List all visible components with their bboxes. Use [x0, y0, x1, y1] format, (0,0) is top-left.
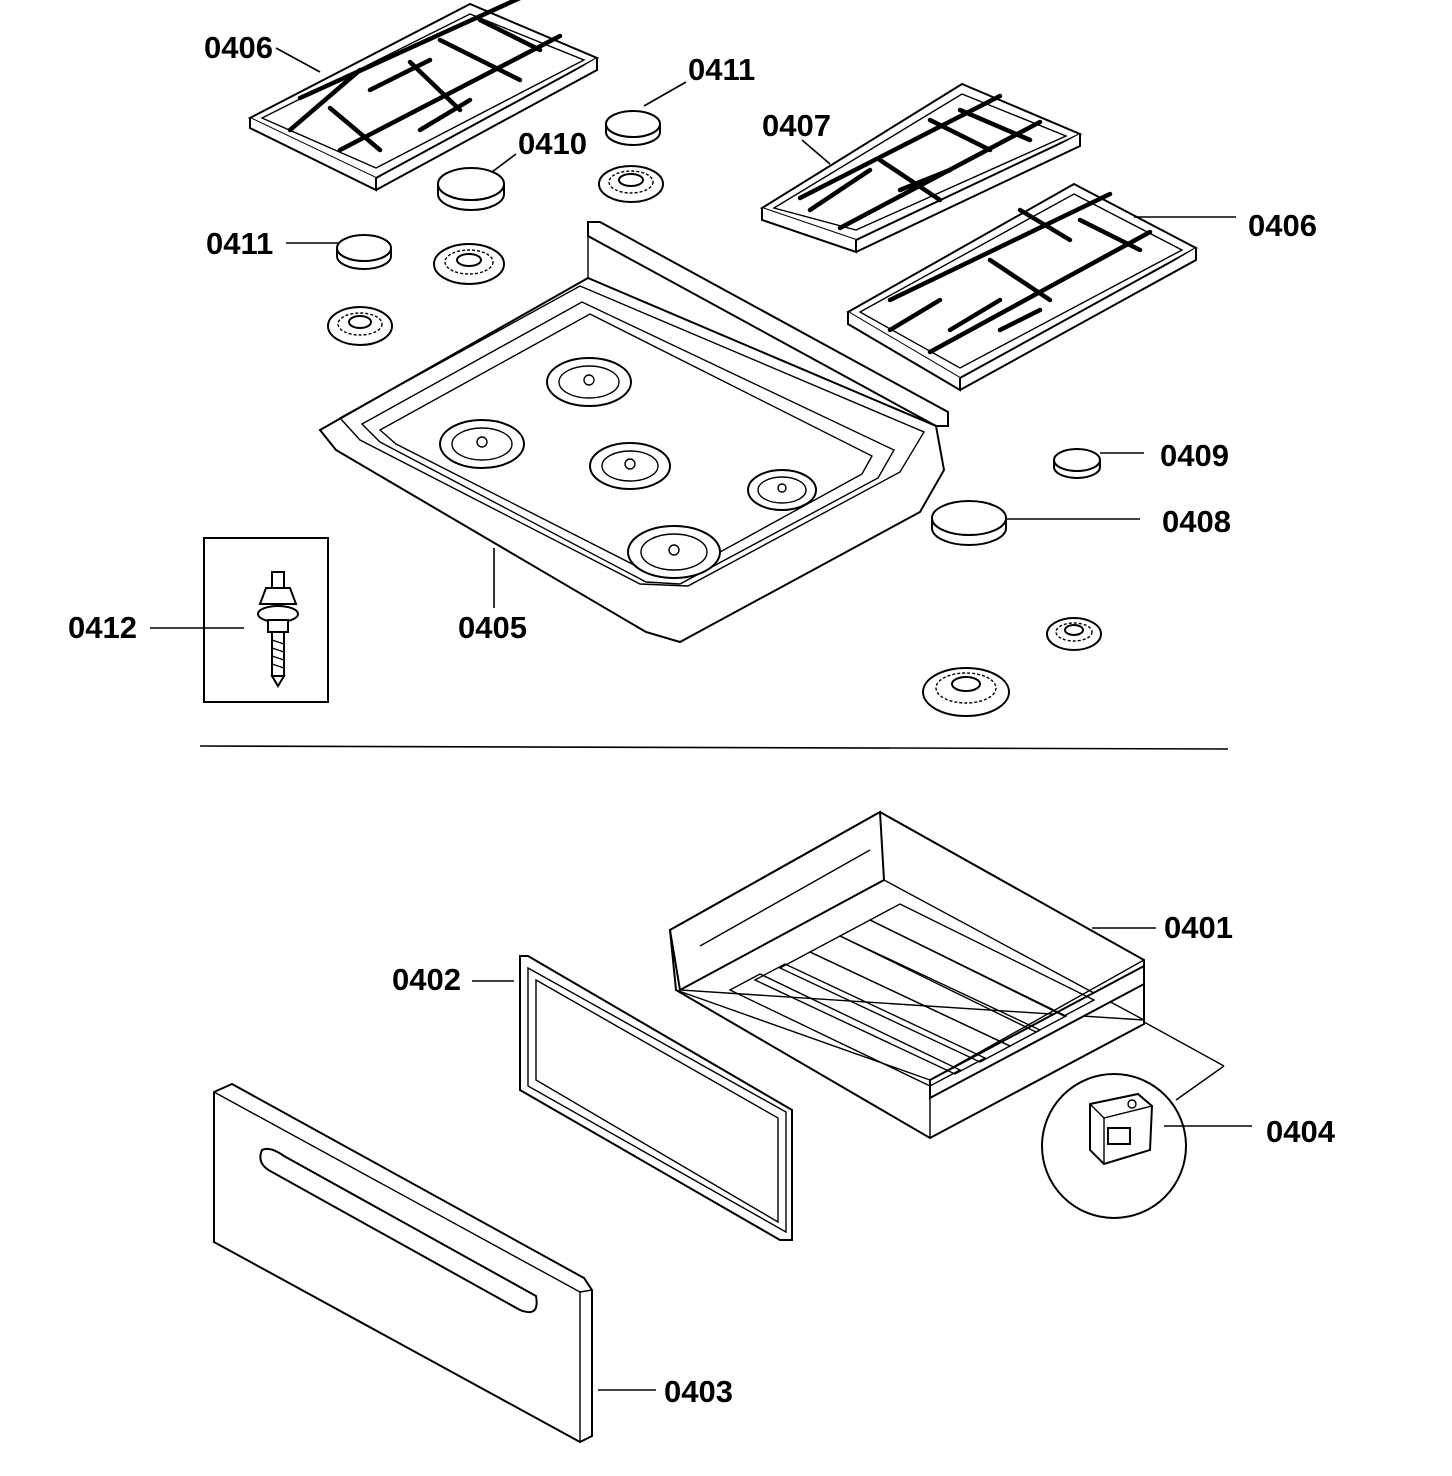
label-cooktop: 0405	[458, 610, 527, 645]
stud-detail-box	[203, 537, 329, 703]
cap-large-right	[931, 500, 1007, 546]
label-grate-right: 0406	[1248, 208, 1317, 243]
drawer-body	[668, 810, 1145, 1140]
clip-detail	[1041, 1021, 1225, 1219]
drawer-liner	[519, 955, 793, 1241]
cap-medium	[437, 167, 505, 211]
cap-small-top	[605, 110, 661, 146]
label-drawer-body: 0401	[1164, 910, 1233, 945]
label-cap-medium: 0410	[518, 126, 587, 161]
section-divider	[199, 745, 1229, 750]
label-drawer-liner: 0402	[392, 962, 461, 997]
well-front-right	[627, 525, 721, 579]
well-back-right	[747, 469, 817, 511]
drawer-ribs	[728, 903, 1096, 1087]
stud	[257, 571, 299, 688]
label-clip: 0404	[1266, 1114, 1336, 1149]
drawer-front	[213, 1082, 593, 1444]
label-cap-large-right: 0408	[1162, 504, 1231, 539]
well-center	[589, 442, 671, 490]
cap-small-right	[1053, 448, 1101, 479]
burner-base-left	[327, 306, 393, 346]
label-cap-small-top: 0411	[688, 52, 755, 87]
well-back-left	[546, 357, 632, 407]
burner-base-mid	[433, 243, 505, 285]
grate-right	[846, 182, 1199, 392]
well-front-left	[439, 419, 525, 469]
grate-left	[247, 0, 600, 192]
burner-base-right-large	[922, 667, 1010, 717]
burner-base-right-small	[1046, 617, 1102, 651]
grate-center	[759, 82, 1083, 254]
cooktop	[318, 221, 949, 644]
clip	[1089, 1092, 1154, 1166]
cap-small-left	[336, 234, 392, 270]
label-grate-left: 0406	[204, 30, 273, 65]
label-cap-small-right: 0409	[1160, 438, 1229, 473]
label-grate-center: 0407	[762, 108, 831, 143]
leader-lines	[150, 47, 1252, 1391]
label-cap-small-left: 0411	[206, 226, 273, 261]
label-drawer-front: 0403	[664, 1374, 733, 1409]
label-stud: 0412	[68, 610, 137, 645]
burner-base-top	[598, 165, 664, 203]
